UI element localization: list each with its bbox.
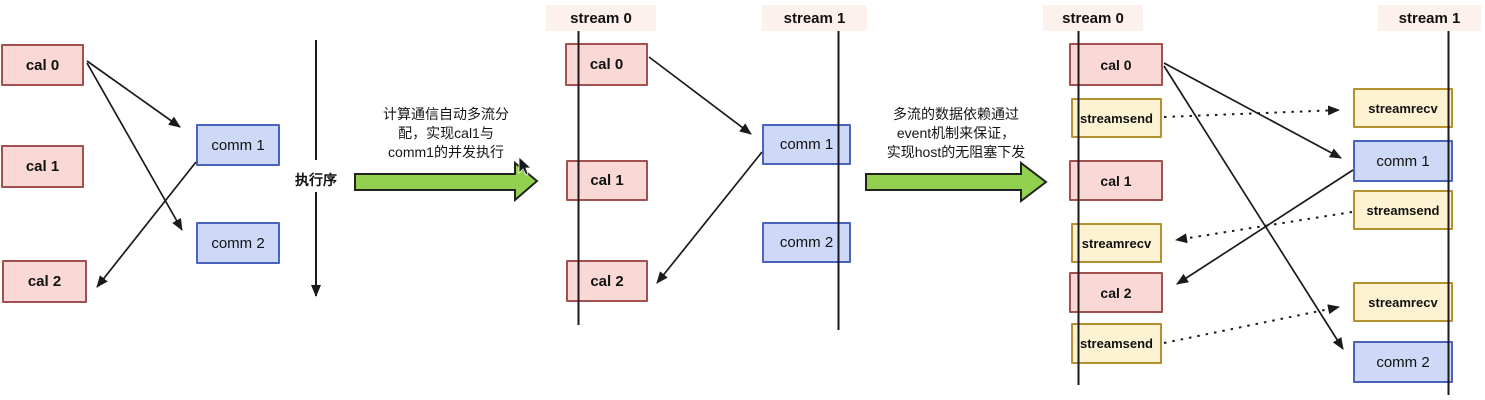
- right-s1-comm1-box: comm 1: [1353, 140, 1453, 182]
- dotted-arrow-streamsend0a-streamrecv1a: [1163, 105, 1340, 118]
- green-arrow-2-icon: [865, 160, 1048, 204]
- execution-order-label: 执行序: [295, 172, 337, 188]
- right-s1-comm2-box: comm 2: [1353, 341, 1453, 383]
- left-comm1-box: comm 1: [196, 124, 280, 166]
- middle-comm2-box: comm 2: [762, 222, 851, 263]
- middle-comm1-box: comm 1: [762, 124, 851, 165]
- middle-cal1-box: cal 1: [566, 160, 648, 201]
- left-cal2-box: cal 2: [2, 260, 87, 303]
- green-arrow-1-icon: [354, 160, 539, 203]
- left-cal0-box: cal 0: [1, 44, 84, 86]
- right-s0-cal0-box: cal 0: [1069, 43, 1163, 86]
- left-comm2-box: comm 2: [196, 222, 280, 264]
- middle-stream1-header: stream 1: [762, 5, 867, 31]
- transition2-line1: 多流的数据依赖通过: [893, 106, 1019, 122]
- arrow-right-cal0-comm1: [1163, 62, 1342, 159]
- transition1-line1: 计算通信自动多流分: [383, 106, 509, 122]
- right-s0-streamsend1-box: streamsend: [1071, 98, 1162, 138]
- middle-cal2-box: cal 2: [566, 260, 648, 302]
- right-s0-streamrecv-box: streamrecv: [1071, 223, 1162, 263]
- dotted-arrow-streamsend0b-streamrecv1b: [1163, 304, 1340, 344]
- middle-stream0-header: stream 0: [546, 5, 656, 31]
- right-s0-cal2-box: cal 2: [1069, 272, 1163, 313]
- arrow-right-cal0-comm2: [1163, 65, 1344, 350]
- right-stream0-header: stream 0: [1043, 5, 1143, 31]
- arrow-left-cal0-comm1: [86, 60, 181, 128]
- right-stream1-header: stream 1: [1378, 5, 1481, 31]
- arrow-right-comm1-cal2: [1176, 169, 1354, 285]
- middle-cal0-box: cal 0: [565, 43, 648, 86]
- arrow-left-comm1-cal2: [96, 161, 197, 288]
- transition2-caption: 多流的数据依赖通过 event机制来保证， 实现host的无阻塞下发: [856, 105, 1056, 162]
- right-s1-streamsend-box: streamsend: [1353, 190, 1453, 230]
- right-s1-streamrecv2-box: streamrecv: [1353, 282, 1453, 322]
- arrow-middle-cal0-comm1: [648, 56, 752, 135]
- transition2-line3: 实现host的无阻塞下发: [886, 144, 1026, 160]
- transition1-line2: 配，实现cal1与: [398, 125, 494, 141]
- transition2-line2: event机制来保证，: [896, 125, 1016, 141]
- right-s0-streamsend2-box: streamsend: [1071, 323, 1162, 364]
- dotted-arrow-streamsend1-streamrecv0: [1175, 211, 1353, 244]
- left-cal1-box: cal 1: [1, 145, 84, 188]
- transition1-line3: comm1的并发执行: [388, 144, 504, 160]
- right-s1-streamrecv1-box: streamrecv: [1353, 88, 1453, 128]
- right-s0-cal1-box: cal 1: [1069, 160, 1163, 201]
- arrow-middle-comm1-cal2: [656, 151, 763, 284]
- arrow-left-cal0-comm2: [86, 62, 183, 231]
- transition1-caption: 计算通信自动多流分 配，实现cal1与 comm1的并发执行: [346, 105, 546, 162]
